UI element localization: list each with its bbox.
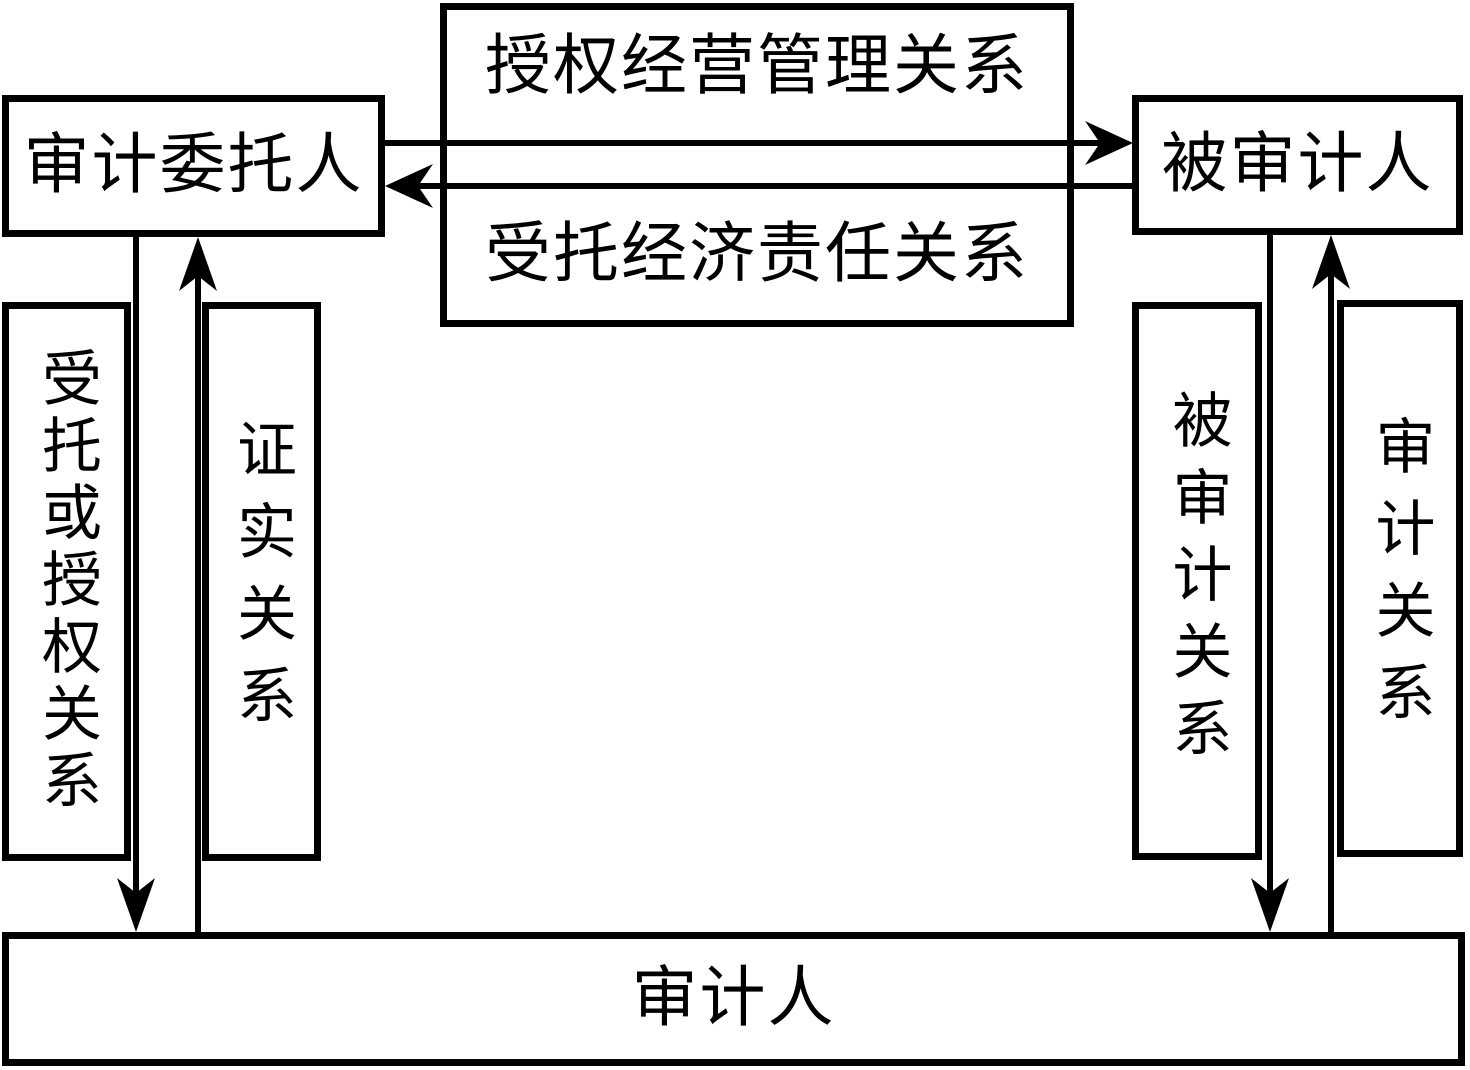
label-entrusted-economic-responsibility: 受托经济责任关系	[485, 218, 1029, 291]
node-auditor-label: 审计人	[631, 962, 836, 1035]
label-entrusted-or-authorized: 受托或授权关系	[33, 347, 100, 816]
label-box-verification: 证实关系	[202, 302, 321, 861]
label-authorized-operation-management: 授权经营管理关系	[485, 30, 1029, 103]
horizontal-relationships-box: 授权经营管理关系 受托经济责任关系	[440, 3, 1074, 327]
node-auditor: 审计人	[2, 932, 1465, 1066]
node-audit-client: 审计委托人	[2, 95, 385, 237]
node-auditee-label: 被审计人	[1161, 128, 1434, 201]
label-box-being-audited: 被审计关系	[1132, 302, 1262, 860]
label-being-audited: 被审计关系	[1164, 388, 1230, 774]
label-audit: 审计关系	[1367, 414, 1433, 743]
node-audit-client-label: 审计委托人	[23, 129, 364, 202]
label-box-entrusted-or-authorized: 受托或授权关系	[2, 302, 131, 861]
node-auditee: 被审计人	[1132, 95, 1463, 235]
label-verification: 证实关系	[228, 417, 295, 746]
label-box-audit: 审计关系	[1337, 300, 1463, 857]
